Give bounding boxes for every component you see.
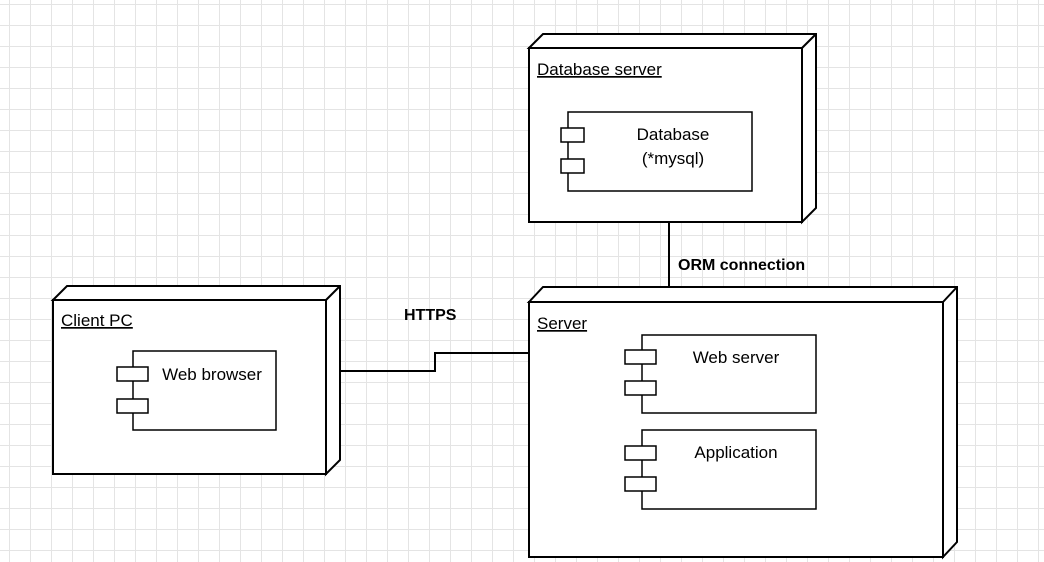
component-tab-icon — [116, 366, 149, 382]
component-application[interactable]: Application — [624, 429, 817, 510]
component-web-browser[interactable]: Web browser — [116, 350, 277, 431]
component-box — [567, 111, 753, 192]
component-tab-icon — [624, 380, 657, 396]
component-label-secondary: (*mysql) — [642, 149, 704, 168]
component-tab-icon — [560, 127, 585, 143]
edge-https[interactable]: HTTPS — [340, 307, 529, 372]
component-box — [641, 429, 817, 510]
component-database[interactable]: Database (*mysql) — [560, 111, 753, 192]
node-title-database-server: Database server — [537, 60, 662, 79]
component-label: Web browser — [162, 365, 262, 384]
component-label: Database — [637, 125, 710, 144]
node-server[interactable]: Server Web server Application — [526, 286, 958, 560]
component-tab-icon — [624, 349, 657, 365]
component-box — [132, 350, 277, 431]
node-database-server[interactable]: Database server Database (*mysql) — [526, 33, 817, 225]
component-tab-icon — [116, 398, 149, 414]
edge-orm-connection[interactable]: ORM connection — [668, 222, 805, 287]
component-tab-icon — [624, 445, 657, 461]
node-client-pc[interactable]: Client PC Web browser — [50, 285, 341, 477]
edge-line — [340, 352, 529, 372]
edge-label-orm: ORM connection — [678, 257, 805, 274]
component-web-server[interactable]: Web server — [624, 334, 817, 414]
node-title-client-pc: Client PC — [61, 311, 133, 330]
component-label: Web server — [693, 348, 780, 367]
edge-label-https: HTTPS — [404, 307, 457, 324]
component-tab-icon — [624, 476, 657, 492]
component-box — [641, 334, 817, 414]
node-title-server: Server — [537, 314, 587, 333]
component-label: Application — [694, 443, 777, 462]
component-tab-icon — [560, 158, 585, 174]
